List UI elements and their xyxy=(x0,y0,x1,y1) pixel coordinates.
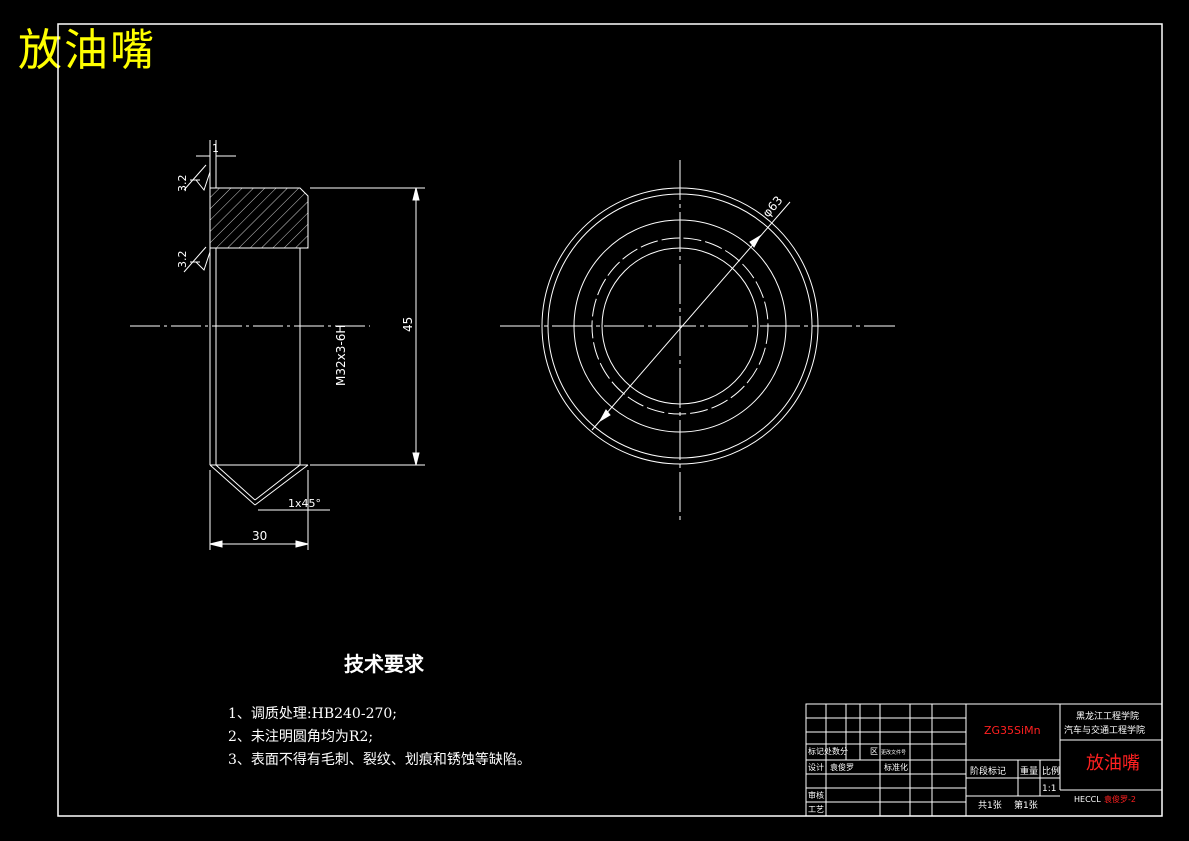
dim-thread: M32x3-6H xyxy=(334,325,348,386)
hatched-section xyxy=(209,187,309,249)
drawing-title: 放油嘴 xyxy=(18,25,156,76)
tb-row-change-doc: 更改文件号 xyxy=(881,749,906,756)
dim-chamfer: 1x45° xyxy=(288,497,321,510)
tb-sheet-no: 第1张 xyxy=(1014,799,1038,811)
tech-requirement-2: 2、未注明圆角均为R2; xyxy=(228,729,374,745)
tb-row-design: 设计 xyxy=(808,762,824,772)
tb-row-designer: 袁俊罗 xyxy=(830,762,854,772)
tb-stage-mark: 阶段标记 xyxy=(970,765,1006,777)
tb-drawing-no: 袁俊罗-2 xyxy=(1104,794,1136,804)
tb-scale-value: 1:1 xyxy=(1042,784,1056,794)
dim-width: 30 xyxy=(252,529,267,543)
dim-height: 45 xyxy=(401,317,415,332)
tech-requirement-1: 1、调质处理:HB240-270; xyxy=(228,706,398,722)
tb-sheets-total: 共1张 xyxy=(978,800,1002,811)
dim-top-offset: 1 xyxy=(212,142,219,155)
tb-row-standardize: 标准化 xyxy=(884,762,908,772)
roughness-1: 3.2 xyxy=(176,175,189,193)
tech-requirement-3: 3、表面不得有毛刺、裂纹、划痕和锈蚀等缺陷。 xyxy=(228,752,531,768)
sheet-frame xyxy=(57,23,1163,817)
front-view xyxy=(500,160,895,520)
title-block xyxy=(805,703,1163,817)
tech-requirements-heading: 技术要求 xyxy=(344,652,424,676)
tb-row-process: 工艺 xyxy=(808,805,824,814)
tb-part-name: 放油嘴 xyxy=(1086,753,1140,774)
roughness-2: 3.2 xyxy=(176,251,189,269)
tb-drawing-no-prefix: HECCL xyxy=(1074,795,1101,804)
tb-weight: 重量 xyxy=(1020,765,1038,777)
tb-institution-1: 黑龙江工程学院 xyxy=(1076,710,1139,722)
tb-row-review: 审核 xyxy=(808,790,824,800)
tb-row-zone: 区 xyxy=(870,747,878,756)
tb-row-revision: 标记处数分 xyxy=(808,746,848,756)
tb-institution-2: 汽车与交通工程学院 xyxy=(1064,724,1145,736)
tb-material: ZG35SiMn xyxy=(984,724,1041,737)
tb-scale-label: 比例 xyxy=(1042,765,1060,777)
section-view xyxy=(130,140,425,550)
